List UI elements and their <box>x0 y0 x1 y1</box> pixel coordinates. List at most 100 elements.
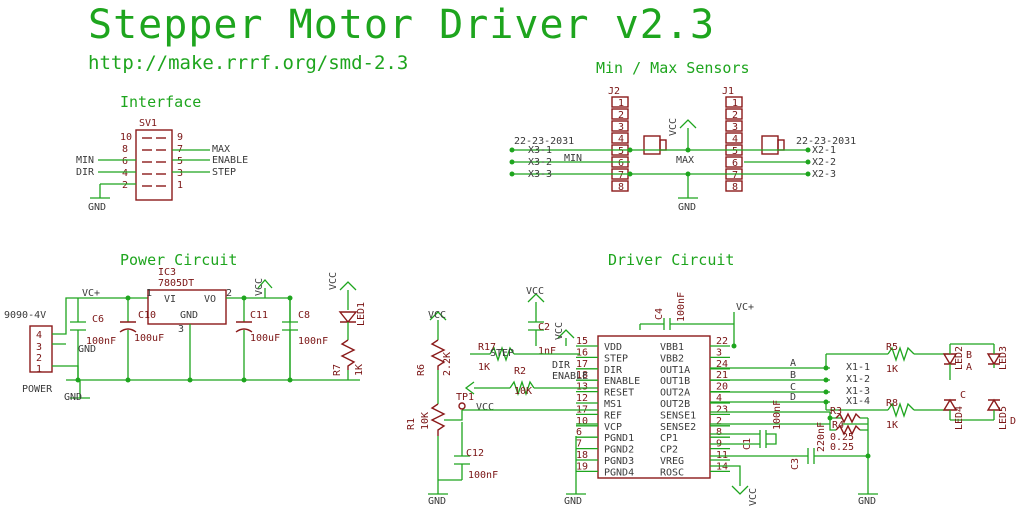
j2-pin-number: 6 <box>618 158 624 169</box>
ic-pin-right-number: 3 <box>716 347 722 358</box>
page-title: Stepper Motor Driver v2.3 <box>88 2 716 48</box>
phase-a: A <box>790 358 796 369</box>
interface-header-sv1: SV1 10 8 6 4 2 9 7 5 3 1 MIN DIR MAX ENA… <box>76 118 248 213</box>
section-power: Power Circuit <box>120 251 237 269</box>
c11-ref: C11 <box>250 310 268 321</box>
vin-label: VC+ <box>82 288 100 299</box>
ic-pin-left-name: PGND1 <box>604 433 634 444</box>
power-connector-part: 9090-4V <box>4 310 46 321</box>
c4-ref: C4 <box>654 308 665 320</box>
ic-pin-left-number: 18 <box>576 370 588 381</box>
ic-pin-right-name: OUT1A <box>660 365 690 376</box>
phase-d: D <box>790 392 796 403</box>
c2-ref: C2 <box>538 322 550 333</box>
power-circuit: VC+ 9090-4V 4 3 2 1 POWER GND IC3 7805DT… <box>4 267 367 403</box>
net-step: STEP <box>490 348 514 359</box>
sv1-pin: 9 <box>177 132 183 143</box>
vcc-label: VCC <box>328 272 339 290</box>
ic-pin-left-number: 7 <box>576 439 582 450</box>
ic-pin-left-number: 17 <box>576 359 588 370</box>
r17-ref: R17 <box>478 342 496 353</box>
j1-pin <box>725 108 743 120</box>
r4-value: 0.25 <box>830 442 854 453</box>
x3-1: X3-1 <box>528 145 552 156</box>
sv1-pin: 8 <box>122 144 128 155</box>
section-interface: Interface <box>120 93 201 111</box>
ic-pin-right-name: VREG <box>660 456 684 467</box>
vcp-label: VC+ <box>736 302 754 313</box>
net-step: STEP <box>212 167 236 178</box>
c10-ref: C10 <box>138 310 156 321</box>
led5-ref: LED5 <box>998 406 1009 430</box>
ic-pin-left-name: ENABLE <box>604 376 640 387</box>
conn-pin: 2 <box>36 353 42 364</box>
ic-pin-left-name: PGND3 <box>604 456 634 467</box>
r6-value: 2.2K <box>442 352 453 376</box>
j1-pin <box>725 132 743 144</box>
x3-2: X3-2 <box>528 157 552 168</box>
phase-c: C <box>790 382 796 393</box>
c3-value: 220nF <box>816 422 827 452</box>
r6-ref: R6 <box>416 364 427 376</box>
ic-pin-right-name: CP2 <box>660 445 678 456</box>
j2-pin-number: 1 <box>618 98 624 109</box>
section-sensors: Min / Max Sensors <box>596 59 750 77</box>
vcc-label: VCC <box>476 402 494 413</box>
ic-pin-right-name: OUT2B <box>660 399 690 410</box>
j1-pin <box>725 120 743 132</box>
sv1-pin: 6 <box>122 156 128 167</box>
conn-pin: 3 <box>36 342 42 353</box>
gnd-label: GND <box>858 496 876 507</box>
c10-value: 100uF <box>134 333 164 344</box>
ic3-ref: IC3 <box>158 267 176 278</box>
c11-value: 100uF <box>250 333 280 344</box>
ic-pin-left-number: 19 <box>576 461 588 472</box>
j1-pin <box>725 156 743 168</box>
conn-pin: 1 <box>36 364 42 375</box>
j2-part: 22-23-2031 <box>514 136 574 147</box>
sv1-ref: SV1 <box>139 118 157 129</box>
vcc-label: VCC <box>748 488 759 506</box>
j2-pin-number: 5 <box>618 146 624 157</box>
j1-ref: J1 <box>722 86 734 97</box>
c6-value: 100nF <box>86 336 116 347</box>
ic-pin-left-name: PGND4 <box>604 467 634 478</box>
c12-ref: C12 <box>466 448 484 459</box>
vcc-label: VCC <box>254 278 265 296</box>
ic-pin-right-name: ROSC <box>660 467 684 478</box>
ic-pin-left-name: RESET <box>604 388 634 399</box>
c8-ref: C8 <box>298 310 310 321</box>
j1-pin-number: 4 <box>732 134 738 145</box>
gnd-label: GND <box>88 202 106 213</box>
x1-1: X1-1 <box>846 362 870 373</box>
r5-value: 1K <box>886 364 898 375</box>
c3-ref: C3 <box>790 458 801 470</box>
ic-pin-left-name: VCP <box>604 422 622 433</box>
sv1-pin: 1 <box>177 180 183 191</box>
ic-pin-left-name: REF <box>604 410 622 421</box>
phase-b: B <box>790 370 796 381</box>
x2-1: X2-1 <box>812 145 836 156</box>
r8-ref: R8 <box>886 398 898 409</box>
c12-value: 100nF <box>468 470 498 481</box>
c4-value: 100nF <box>676 292 687 322</box>
gnd-label: GND <box>428 496 446 507</box>
c8-value: 100nF <box>298 336 328 347</box>
x3-3: X3-3 <box>528 169 552 180</box>
ic-pin-right-number: 22 <box>716 336 728 347</box>
ic3-vo: VO <box>204 294 216 305</box>
led3-ref: LED3 <box>998 346 1009 370</box>
j1-pin-number: 5 <box>732 146 738 157</box>
net-min: MIN <box>76 155 94 166</box>
net-max: MAX <box>676 155 694 166</box>
ic-pin-left-number: 18 <box>576 450 588 461</box>
vcc-label: VCC <box>668 118 679 136</box>
gnd-label: GND <box>678 202 696 213</box>
r3-ref: R3 <box>830 406 842 417</box>
driver-circuit: 15VDD16STEP17DIR18ENABLE13RESET12MS117RE… <box>406 286 1016 507</box>
net-dir: DIR <box>76 167 95 178</box>
gnd-label: GND <box>64 392 82 403</box>
ic-pin-left-number: 13 <box>576 382 588 393</box>
